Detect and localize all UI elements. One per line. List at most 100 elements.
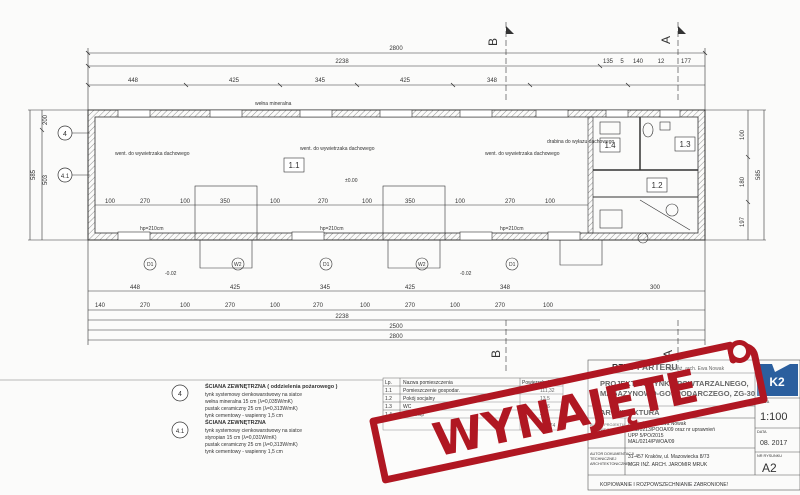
section-marker-a-bottom: A bbox=[661, 320, 679, 372]
role-designer: AUTOR PROJEKTU bbox=[590, 423, 625, 427]
int-dim-6: 270 bbox=[318, 199, 329, 205]
table-head-name: Nazwa pomieszczenia bbox=[403, 380, 453, 386]
right-dim-2: 180 bbox=[740, 176, 746, 187]
svg-text:pustak ceramiczny 25 cm (λ=0,3: pustak ceramiczny 25 cm (λ=0,313W/mK) bbox=[205, 406, 298, 412]
section-marker-b-top: B bbox=[486, 22, 514, 100]
tag-w2-1: W2 bbox=[234, 262, 242, 268]
top-seg-5: 348 bbox=[487, 78, 498, 84]
svg-text:pustak ceramiczny 25 cm (λ=0,3: pustak ceramiczny 25 cm (λ=0,313W/mK) bbox=[205, 442, 298, 448]
left-dim-1: 200 bbox=[43, 114, 49, 125]
rented-stamp: WYNAJĘTE bbox=[369, 339, 768, 484]
top-seg-4: 425 bbox=[400, 78, 411, 84]
bot2-2: 270 bbox=[140, 303, 151, 309]
tag-d1-1: D1 bbox=[147, 262, 154, 268]
table-head-lp: Lp. bbox=[385, 380, 392, 386]
bot-total-2: 2800 bbox=[389, 334, 403, 340]
svg-text:wełna mineralna 15 cm (λ=0,035: wełna mineralna 15 cm (λ=0,035W/mK) bbox=[205, 399, 293, 405]
top-right-dim-1: 135 bbox=[603, 59, 614, 65]
room-1-4-label: 1.4 bbox=[599, 137, 621, 153]
table-row-3-lp: 1.3 bbox=[385, 404, 392, 410]
top-sub-dim: 2238 bbox=[335, 59, 349, 65]
top-right-dim-2: 5 bbox=[620, 59, 624, 65]
bot-seg-2: 425 bbox=[230, 285, 241, 291]
project-title-1: PROJEKT BUDYNKU POWTARZALNEGO, bbox=[600, 379, 749, 388]
bot-seg-6: 300 bbox=[650, 285, 661, 291]
top-seg-1: 448 bbox=[128, 78, 139, 84]
legend-item-4: 4 ŚCIANA ZEWNĘTRZNA ( oddzielenia pożaro… bbox=[171, 383, 338, 419]
table-row-1-lp: 1.1 bbox=[385, 388, 392, 394]
room-1-3-label: 1.3 bbox=[674, 136, 696, 152]
table-row-2-lp: 1.2 bbox=[385, 396, 392, 402]
svg-text:styropian 15 cm (λ=0,031W/mK): styropian 15 cm (λ=0,031W/mK) bbox=[205, 435, 277, 441]
checker-line-1: 31-457 Kraków, ul. Mazowiecka 8/73 bbox=[628, 454, 710, 460]
bot2-6: 270 bbox=[313, 303, 324, 309]
window-height-2: hp=210cm bbox=[320, 226, 344, 232]
date-value: 08. 2017 bbox=[760, 440, 787, 447]
sheet-number: A2 bbox=[762, 461, 777, 475]
vent-label-2: went. do wywietrzaka dachowego bbox=[300, 146, 375, 152]
bot2-9: 100 bbox=[450, 303, 461, 309]
int-dim-2: 270 bbox=[140, 199, 151, 205]
int-dim-7: 100 bbox=[362, 199, 373, 205]
wool-note: wełna mineralna bbox=[255, 101, 292, 107]
stamp-text: WYNAJĘTE bbox=[428, 359, 703, 468]
bot-seg-1: 448 bbox=[130, 285, 141, 291]
bot-seg-3: 345 bbox=[320, 285, 331, 291]
bot2-8: 270 bbox=[405, 303, 416, 309]
svg-text:tynk systemowy cienkowarstwowy: tynk systemowy cienkowarstwowy na siatce bbox=[205, 392, 302, 398]
right-dim-1: 100 bbox=[740, 129, 746, 140]
bot-seg-5: 348 bbox=[500, 285, 511, 291]
svg-text:1.1: 1.1 bbox=[288, 161, 300, 170]
svg-text:tynk cementowy - wapienny 1,5: tynk cementowy - wapienny 1,5 cm bbox=[205, 449, 283, 455]
top-right-dim-3: 140 bbox=[633, 59, 644, 65]
level-minus-1: -0.02 bbox=[165, 271, 177, 277]
level-minus-2: -0.02 bbox=[460, 271, 472, 277]
top-seg-2: 425 bbox=[229, 78, 240, 84]
wc-fixtures bbox=[599, 121, 691, 231]
tag-w2-2: W2 bbox=[418, 262, 426, 268]
table-row-2-area: 13,5 bbox=[540, 396, 550, 402]
window-height-1: hp=210cm bbox=[140, 226, 164, 232]
project-title-2: MAGAZYNOWO-GOSPODARCZEGO, ZG-30 bbox=[600, 389, 755, 398]
title-author: mgr inż. arch. Ewa Nowak bbox=[666, 366, 725, 372]
table-total: 133,74 bbox=[540, 423, 556, 429]
svg-text:1.3: 1.3 bbox=[679, 140, 691, 149]
top-total-dim: 2800 bbox=[389, 46, 403, 52]
tag-d1-2: D1 bbox=[323, 262, 330, 268]
bot2-10: 270 bbox=[495, 303, 506, 309]
svg-text:ŚCIANA ZEWNĘTRZNA: ŚCIANA ZEWNĘTRZNA bbox=[205, 419, 266, 426]
left-dim-2: 503 bbox=[43, 174, 49, 185]
designer-line-2: MAL/0213/POOA/09 oraz nr uprawnień bbox=[628, 427, 715, 433]
svg-text:1.4: 1.4 bbox=[604, 141, 616, 150]
room-1-1-label: 1.1 bbox=[283, 157, 305, 173]
designer-line-4: MAL/0214/PWOA/09 bbox=[628, 439, 675, 445]
top-seg-3: 345 bbox=[315, 78, 326, 84]
ladder-note: drabina do wyłazu dachowego bbox=[547, 139, 614, 145]
date-label: DATA bbox=[757, 430, 767, 434]
openings bbox=[117, 109, 681, 241]
bot2-11: 100 bbox=[543, 303, 554, 309]
discipline: ARCHITEKTURA bbox=[600, 408, 660, 417]
legend-item-4-1: 4.1 ŚCIANA ZEWNĘTRZNA tynk systemowy cie… bbox=[171, 419, 302, 455]
designer-line-3: UPP 5/PO/2015 bbox=[628, 433, 664, 439]
bottom-dimensions bbox=[87, 240, 706, 345]
window-height-3: hp=210cm bbox=[500, 226, 524, 232]
copyright-note: KOPIOWANIE I ROZPOWSZECHNIANIE ZABRONION… bbox=[600, 482, 728, 488]
role-designer-2: TYPOWEGO bbox=[590, 428, 612, 432]
svg-text:4: 4 bbox=[178, 391, 182, 398]
int-dim-9: 100 bbox=[455, 199, 466, 205]
int-dim-3: 100 bbox=[180, 199, 191, 205]
bot2-4: 270 bbox=[225, 303, 236, 309]
level-mark: ±0.00 bbox=[345, 178, 358, 184]
table-row-1-area: 111,32 bbox=[540, 388, 555, 394]
table-row-1-name: Pomieszczenie gospodar. bbox=[403, 388, 460, 394]
svg-text:tynk cementowy - wapienny 1,5: tynk cementowy - wapienny 1,5 cm bbox=[205, 413, 283, 419]
left-dimensions bbox=[28, 109, 90, 241]
table-row-4-area: 4,5 bbox=[540, 412, 547, 418]
svg-text:4: 4 bbox=[63, 131, 67, 138]
table-row-3-name: WC bbox=[403, 404, 412, 410]
bot2-3: 100 bbox=[180, 303, 191, 309]
vent-label-1: went. do wywietrzaka dachowego bbox=[115, 151, 190, 157]
svg-text:B: B bbox=[486, 38, 500, 46]
int-dim-8: 350 bbox=[405, 199, 416, 205]
